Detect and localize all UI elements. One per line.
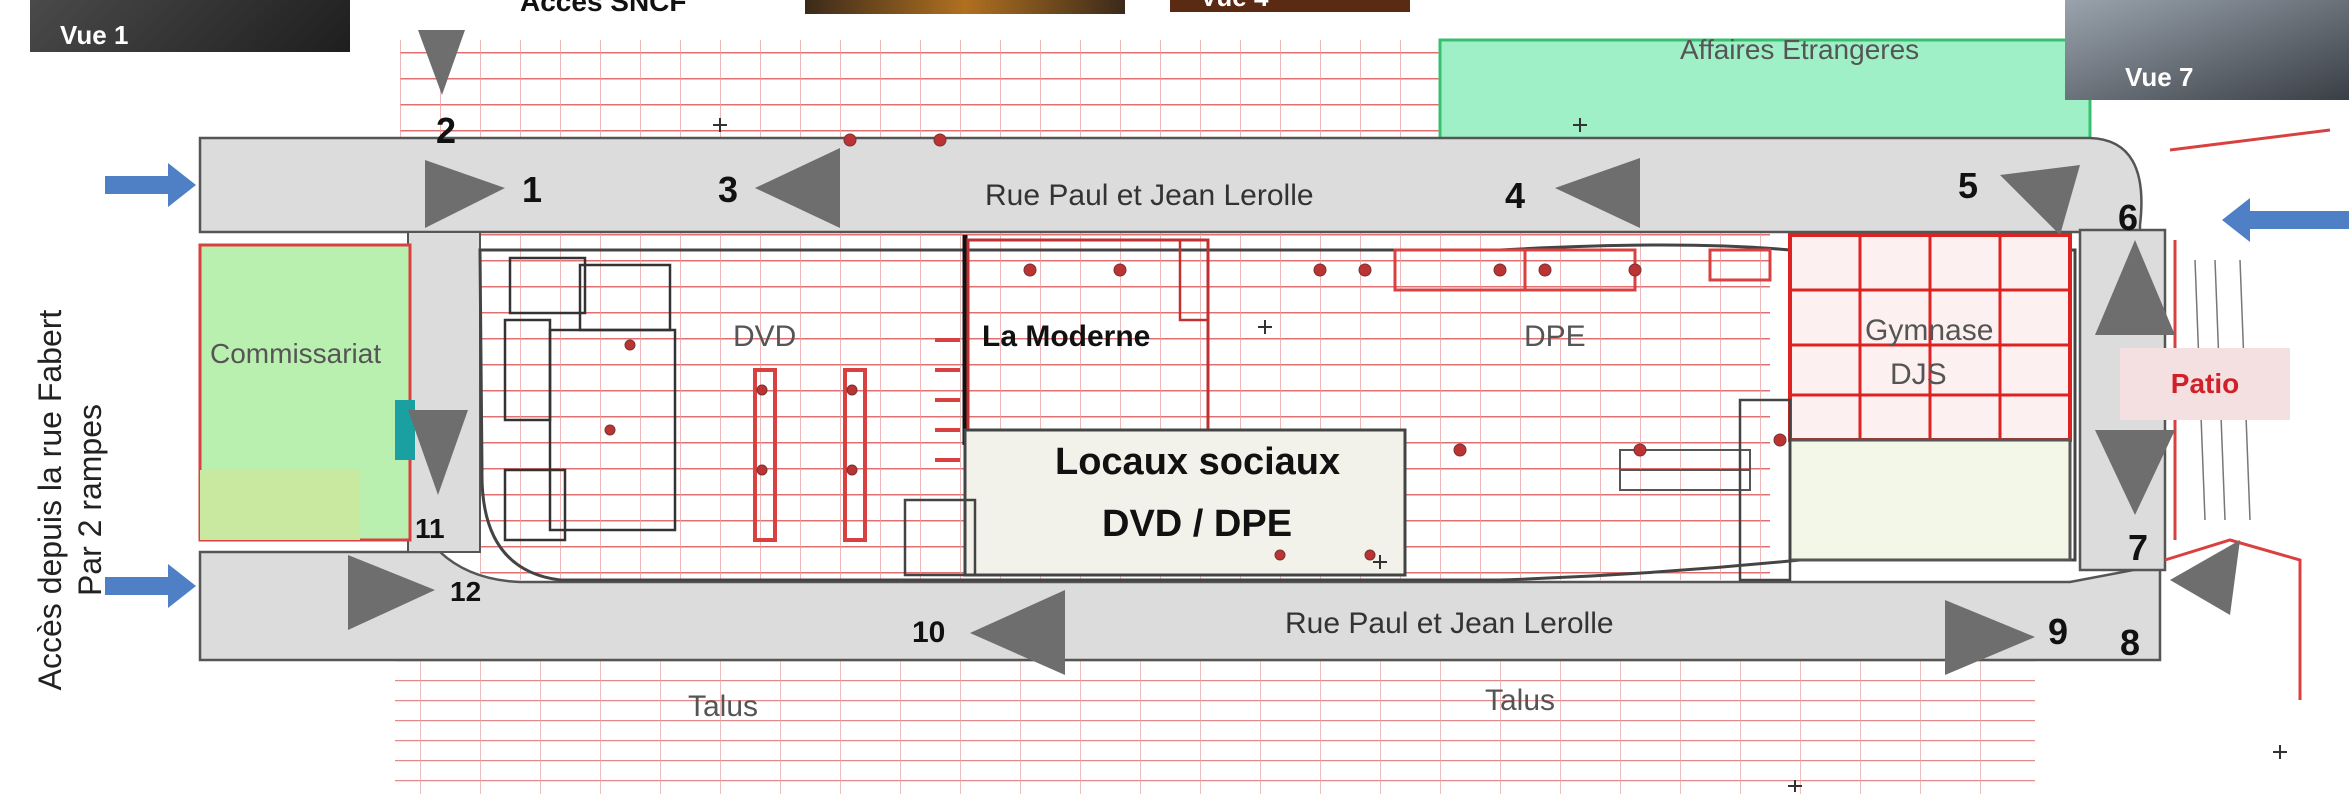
viewpoint-number-9: 9: [2048, 611, 2069, 652]
access-arrows: [105, 163, 2349, 608]
building-outline: [478, 243, 2077, 582]
access-side-label: Accès depuis la rue Fabert Par 2 rampes: [30, 260, 110, 740]
street-top-label: Rue Paul et Jean Lerolle: [985, 179, 1314, 212]
viewpoint-number-7: 7: [2128, 527, 2149, 568]
thumbnail-vue-1: Vue 1: [30, 0, 350, 52]
gymnase-label: Gymnase: [1865, 314, 1994, 347]
viewpoint-number-3: 3: [718, 169, 739, 210]
thumbnail-vue-3: [805, 0, 1125, 14]
dvd-rooms: [503, 256, 677, 542]
left-connector: [407, 231, 481, 553]
viewpoint-number-8: 8: [2120, 622, 2141, 663]
thumbnail-label-vue-4: Vue 4: [1200, 0, 1268, 13]
affaires-etrangeres-label: Affaires Etrangeres: [1680, 34, 1920, 65]
viewpoint-number-1: 1: [522, 169, 543, 210]
viewpoint-number-5: 5: [1958, 165, 1979, 206]
djs-label: DJS: [1890, 358, 1947, 391]
locaux-sociaux-block: [963, 428, 1407, 577]
thumbnail-label-vue-1: Vue 1: [60, 20, 129, 50]
thumbnail-label-vue-7: Vue 7: [2125, 62, 2194, 92]
viewpoint-number-11: 11: [415, 513, 445, 544]
viewpoint-number-10: 10: [912, 616, 946, 649]
talus-right-label: Talus: [1485, 684, 1556, 717]
column-markers: [604, 133, 1787, 561]
viewpoint-number-4: 4: [1505, 175, 1526, 216]
patio-label: Patio: [2120, 348, 2290, 420]
viewpoint-number-2: 2: [436, 110, 457, 151]
thumbnail-vue-7: Vue 7: [2065, 0, 2349, 100]
lower-grid-area: [395, 650, 2035, 760]
access-side-line1: Accès depuis la rue Fabert: [32, 309, 68, 691]
acces-sncf-label: Accès SNCF: [520, 0, 687, 17]
thumbnail-vue-4: Vue 4: [1170, 0, 1410, 12]
commissariat-label: Commissariat: [210, 338, 382, 369]
viewpoint-number-12: 12: [450, 576, 482, 607]
dpe-label: DPE: [1524, 320, 1586, 353]
locaux-sociaux-label: Locaux sociaux: [1055, 441, 1341, 483]
dvd-label: DVD: [733, 320, 797, 353]
la-moderne-label: La Moderne: [982, 320, 1151, 353]
viewpoint-number-6: 6: [2118, 197, 2139, 238]
bottom-edge-grid: [395, 760, 2035, 794]
talus-left-label: Talus: [688, 690, 759, 723]
dvd-dpe-label: DVD / DPE: [1102, 503, 1293, 545]
viewpoint-markers: [348, 30, 2240, 675]
street-bottom-label: Rue Paul et Jean Lerolle: [1285, 607, 1614, 640]
access-side-line2: Par 2 rampes: [72, 403, 108, 597]
